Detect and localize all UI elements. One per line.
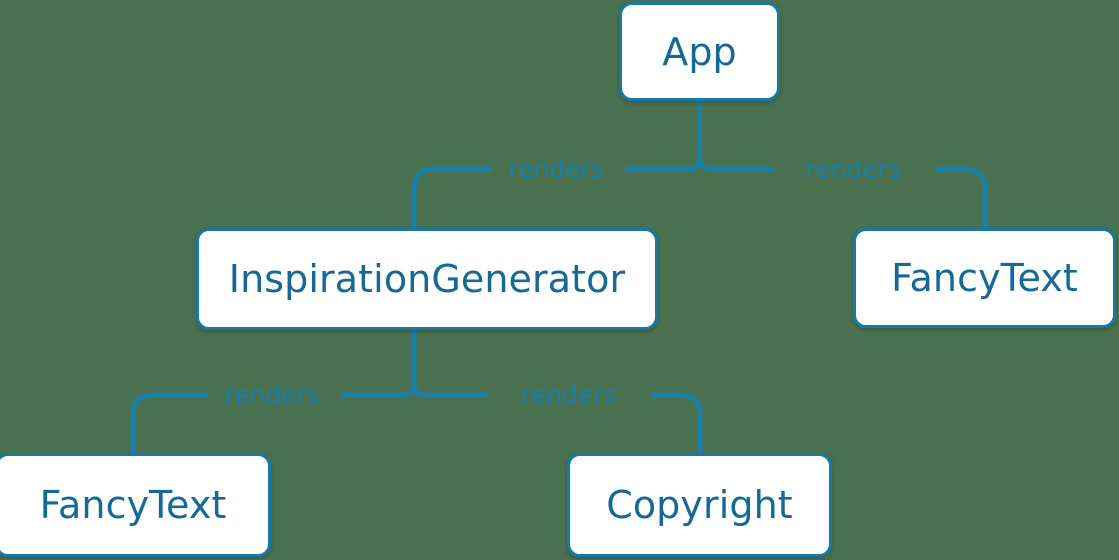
edge-app-to-inspgen xyxy=(411,166,492,228)
node-copyright[interactable]: Copyright xyxy=(567,453,832,557)
edge-inspgen-to-fancytext-left xyxy=(130,392,208,453)
node-fancytext-right-label: FancyText xyxy=(891,256,1078,300)
node-inspiration-generator[interactable]: InspirationGenerator xyxy=(196,228,658,330)
edge-inspgen-junction-left xyxy=(341,382,417,398)
node-copyright-label: Copyright xyxy=(606,483,793,527)
node-app-label: App xyxy=(662,29,737,74)
edge-app-junction-left xyxy=(625,156,702,172)
node-fancytext-right[interactable]: FancyText xyxy=(853,228,1116,328)
edge-label-inspiration-generator-to-copyright: renders xyxy=(521,380,617,410)
edge-app-to-fancytext-right xyxy=(936,166,988,228)
edge-app-junction-right xyxy=(697,156,774,172)
node-fancytext-left[interactable]: FancyText xyxy=(0,453,271,557)
edge-label-app-to-fancytext-right: renders xyxy=(805,154,901,184)
edge-inspgen-to-copyright xyxy=(651,392,703,453)
edge-label-app-to-inspiration-generator: renders xyxy=(508,154,604,184)
node-app[interactable]: App xyxy=(619,2,780,101)
node-inspiration-generator-label: InspirationGenerator xyxy=(228,257,626,301)
edge-inspgen-junction-right xyxy=(411,382,488,398)
node-fancytext-left-label: FancyText xyxy=(39,483,227,527)
edge-label-inspiration-generator-to-fancytext-left: renders xyxy=(224,380,320,410)
